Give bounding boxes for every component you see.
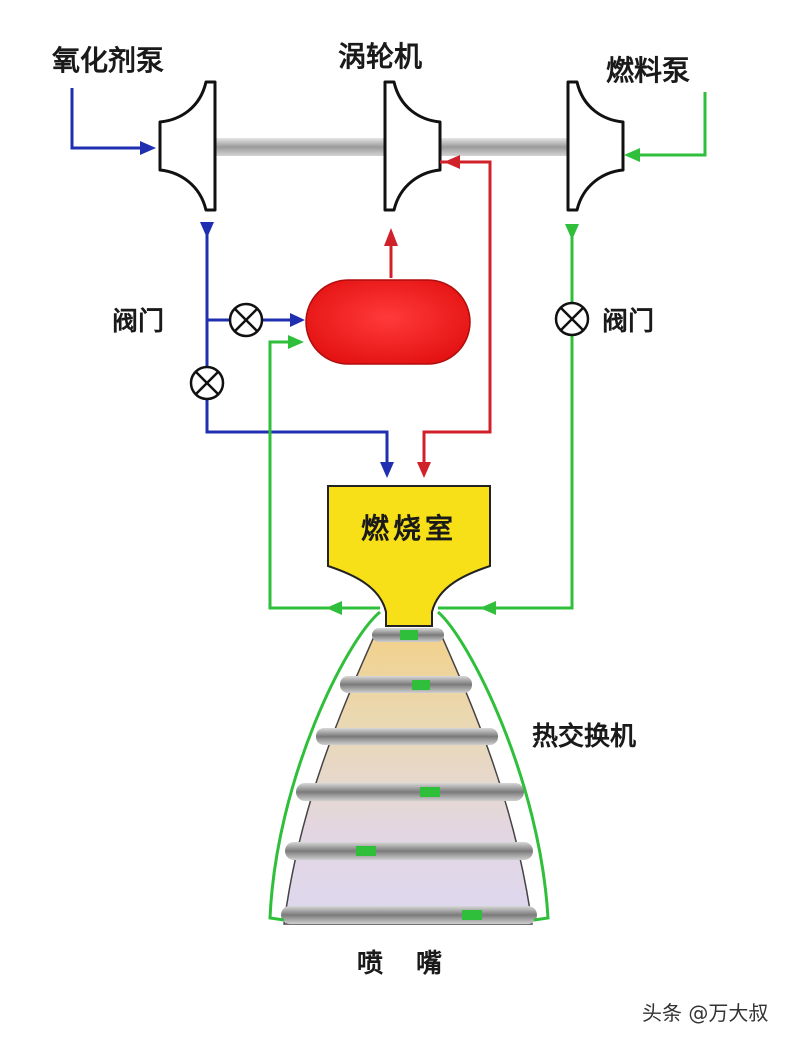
label-valve-left: 阀门 xyxy=(112,307,164,337)
valve-cross-circle-icon xyxy=(228,302,264,338)
flow-arrow-icon xyxy=(290,313,305,327)
flow-arrow-icon xyxy=(417,462,431,478)
flow-arrow-icon xyxy=(380,462,394,478)
turbine-icon xyxy=(383,80,442,212)
label-heat-exchanger: 热交换机 xyxy=(532,721,636,752)
nozzle xyxy=(281,628,537,925)
combustion-chamber xyxy=(327,485,491,627)
label-combustion-chamber: 燃烧室 xyxy=(361,512,457,545)
label-valve-right: 阀门 xyxy=(602,307,654,337)
flow-arrow-icon xyxy=(624,148,640,162)
oxidizer-pump-icon xyxy=(158,80,217,212)
gas-generator xyxy=(305,279,471,365)
oxidizer-lines xyxy=(70,88,389,466)
watermark: 头条 @万大叔 xyxy=(642,1001,768,1025)
flow-arrow-icon xyxy=(565,224,579,240)
flow-arrow-icon xyxy=(384,228,398,246)
fuel-pump-icon xyxy=(566,80,625,212)
flow-arrow-icon xyxy=(480,601,496,615)
flow-arrow-icon xyxy=(326,601,342,615)
flow-arrow-icon xyxy=(444,155,460,169)
flow-arrow-icon xyxy=(288,335,304,349)
cooling-jacket-line xyxy=(268,610,550,922)
valve-cross-circle-icon xyxy=(554,301,590,337)
label-fuel-pump: 燃料泵 xyxy=(606,54,690,87)
flow-arrow-icon xyxy=(200,222,214,238)
valve-cross-circle-icon xyxy=(189,365,225,401)
label-turbine: 涡轮机 xyxy=(338,40,422,73)
label-nozzle: 喷 嘴 xyxy=(357,949,454,979)
label-oxidizer-pump: 氧化剂泵 xyxy=(52,44,164,77)
flow-arrow-icon xyxy=(140,141,156,155)
